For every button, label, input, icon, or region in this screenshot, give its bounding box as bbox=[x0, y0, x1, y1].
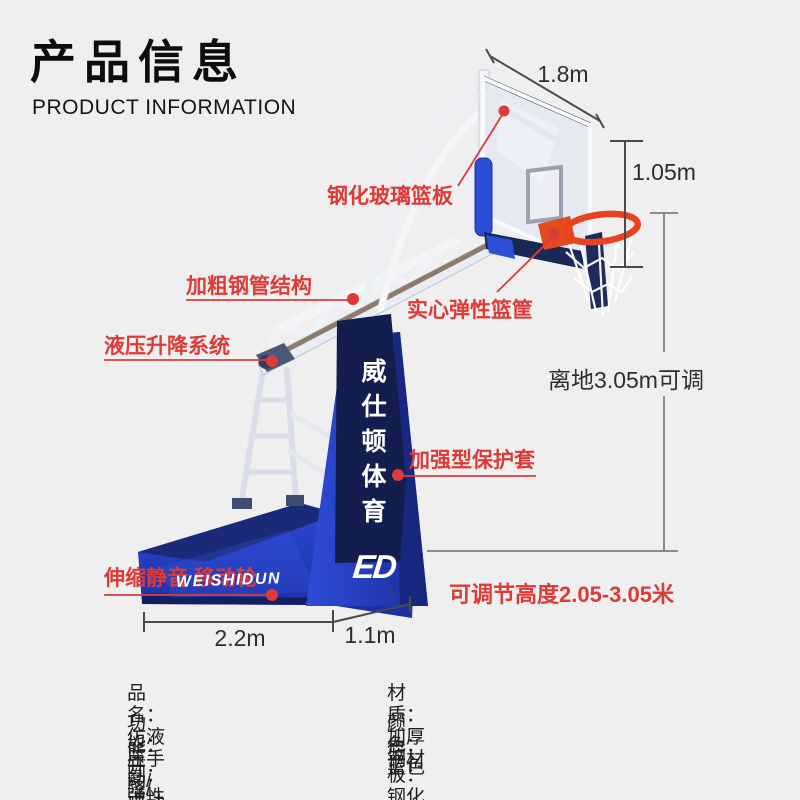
spec-label: 功能： bbox=[127, 713, 166, 756]
upper-support-tubes bbox=[361, 85, 490, 312]
net bbox=[565, 235, 635, 317]
backboard-pad bbox=[474, 157, 493, 237]
rim-and-net bbox=[538, 210, 642, 317]
dimension-base-length: 2.2m bbox=[214, 625, 266, 651]
spec-row-backboard: 篮板：钢化玻璃篮板 bbox=[387, 743, 425, 800]
spec-row-function: 功能：升降/移动 bbox=[127, 713, 165, 800]
spec-label: 篮板： bbox=[387, 743, 426, 786]
spec-label: 材质： bbox=[387, 683, 426, 726]
spec-label: 颜色： bbox=[387, 713, 426, 756]
leader-lines bbox=[104, 111, 554, 596]
annotation-tempered-glass-backboard: 钢化玻璃篮板 bbox=[327, 185, 453, 208]
height-dimension-lines bbox=[427, 212, 678, 552]
annotation-solid-elastic-rim: 实心弹性篮筐 bbox=[407, 299, 533, 322]
tower-foot bbox=[232, 498, 252, 509]
backboard-inner-square bbox=[526, 164, 563, 225]
spec-column-left: 品名：仿液压手动/电动篮球架 功能：升降/移动 篮圈：弹性实心篮球框 bbox=[127, 683, 165, 800]
spec-value: 升降/移动 bbox=[127, 757, 152, 800]
spec-value: 仿液压手动/电动篮球架 bbox=[127, 727, 166, 800]
annotation-reinforced-protective-cover: 加强型保护套 bbox=[409, 449, 535, 472]
annotation-silent-moving-wheels: 伸缩静音 移动轮 bbox=[104, 567, 257, 590]
page-subtitle: PRODUCT INFORMATION bbox=[32, 96, 297, 119]
dimension-board-height: 1.05m bbox=[632, 159, 696, 185]
dimension-lines bbox=[143, 48, 643, 632]
spec-row-name: 品名：仿液压手动/电动篮球架 bbox=[127, 683, 165, 800]
page-title: 产品信息 bbox=[30, 36, 246, 88]
protective-pad bbox=[335, 314, 406, 563]
spec-label: 篮圈： bbox=[127, 743, 166, 786]
brand-logo: ED bbox=[351, 548, 397, 585]
spec-value: 加厚钢材 bbox=[387, 727, 426, 770]
spec-value: 钢化玻璃篮板 bbox=[387, 787, 426, 800]
dimension-rim-height: 离地3.05m可调 bbox=[548, 367, 704, 393]
spec-row-color: 颜色：蓝色 bbox=[387, 713, 425, 778]
spec-column-right: 材质：加厚钢材 颜色：蓝色 篮板：钢化玻璃篮板 bbox=[387, 683, 425, 800]
annotation-thick-steel-pipe: 加粗钢管结构 bbox=[186, 275, 312, 298]
tower-foot bbox=[286, 495, 304, 506]
annotation-hydraulic-lift-system: 液压升降系统 bbox=[104, 335, 230, 358]
spec-row-material: 材质：加厚钢材 bbox=[387, 683, 425, 770]
spec-value: 蓝色 bbox=[387, 757, 426, 778]
brand-pole-text: 威仕顿体育 bbox=[358, 358, 386, 533]
annotation-dots bbox=[266, 105, 560, 601]
brand-base-text: WEISHIDUN bbox=[175, 570, 282, 591]
stand-pole bbox=[306, 314, 428, 606]
spec-value: 弹性实心篮球框 bbox=[127, 787, 166, 800]
annotation-adjustable-height: 可调节高度2.05-3.05米 bbox=[449, 582, 674, 607]
spec-label: 品名： bbox=[127, 683, 166, 726]
spec-row-rim: 篮圈：弹性实心篮球框 bbox=[127, 743, 165, 800]
rim-hoop bbox=[560, 210, 642, 246]
dimension-base-depth: 1.1m bbox=[344, 622, 396, 648]
dimension-board-width: 1.8m bbox=[537, 61, 589, 87]
